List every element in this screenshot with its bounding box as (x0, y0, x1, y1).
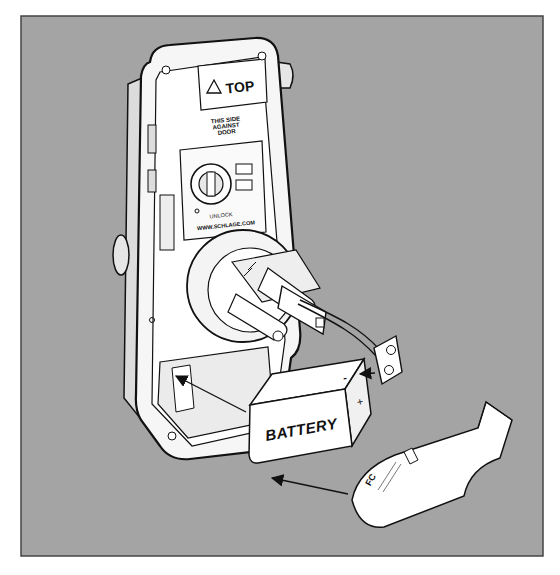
cover-tab (478, 402, 512, 428)
knob-stub (113, 235, 129, 275)
battery-clip (374, 336, 402, 384)
background-panel (21, 16, 543, 556)
spindle-end (316, 318, 324, 327)
dial-slot (207, 172, 215, 196)
clip-terminal (385, 366, 394, 375)
screw-hole (150, 318, 155, 323)
drive-post (228, 294, 287, 340)
contact-block (236, 164, 252, 174)
battery-wire (300, 300, 380, 350)
insert-arrow (272, 478, 348, 494)
reset-dial (199, 172, 223, 196)
cover-fine-print (378, 462, 401, 492)
top-triangle (207, 80, 221, 93)
top-plate (198, 59, 267, 110)
cover-latch (404, 448, 418, 464)
mechanism-plate (180, 141, 266, 240)
housing-slot (148, 170, 156, 192)
square-spindle (278, 286, 326, 334)
compartment-rib (172, 365, 194, 412)
battery-wire (298, 304, 376, 356)
housing-slot (148, 125, 156, 153)
indicator-dot (195, 209, 199, 213)
clip-terminal (387, 346, 396, 355)
post-end (273, 331, 283, 341)
battery-cover (352, 402, 512, 527)
insert-arrow (176, 376, 246, 412)
label-sticker (160, 195, 174, 250)
contact-block (236, 180, 252, 190)
screw (162, 52, 276, 440)
top-marking: TOP (225, 79, 255, 96)
reset-dial (191, 164, 231, 204)
insert-arrow (360, 373, 375, 374)
spring (244, 262, 256, 276)
battery-front (249, 389, 352, 463)
